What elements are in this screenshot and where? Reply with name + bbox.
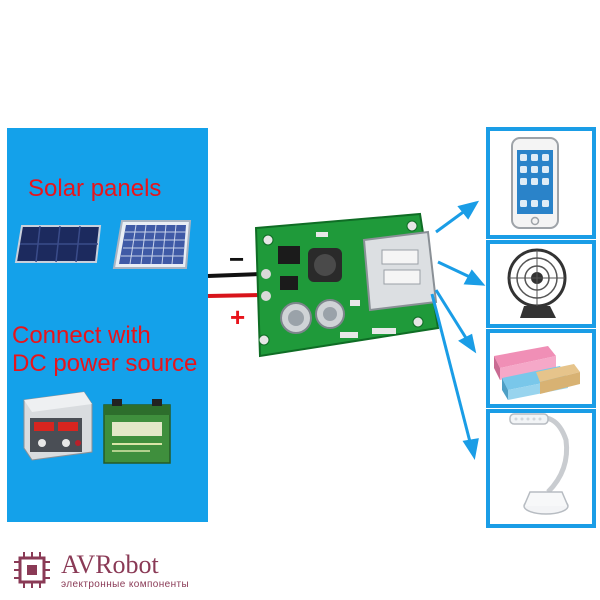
power-bank-icon bbox=[494, 346, 580, 400]
charger-module-pcb bbox=[254, 212, 440, 358]
battery-icon bbox=[103, 399, 171, 464]
avrobot-logo-icon bbox=[14, 552, 50, 588]
usb-fan-icon bbox=[507, 248, 567, 318]
phone-icon bbox=[511, 137, 559, 229]
dc-source-title-line1: Connect with bbox=[12, 322, 151, 349]
solar-panel-grid-icon bbox=[112, 220, 192, 269]
minus-terminal-label: − bbox=[229, 244, 245, 274]
bench-power-supply-icon bbox=[23, 391, 93, 461]
dc-source-title: Connect with DC power source bbox=[12, 322, 197, 377]
solar-panel-dark-icon bbox=[14, 225, 102, 263]
logo-name: AVRobot bbox=[61, 550, 159, 579]
output-arrows bbox=[430, 200, 486, 460]
usb-lamp-icon bbox=[509, 413, 570, 515]
dc-source-title-line2: DC power source bbox=[12, 349, 198, 377]
solar-panels-title: Solar panels bbox=[28, 175, 162, 202]
logo-tagline: электронные компоненты bbox=[61, 579, 190, 590]
input-wires bbox=[207, 272, 263, 298]
plus-terminal-label: + bbox=[230, 302, 246, 332]
